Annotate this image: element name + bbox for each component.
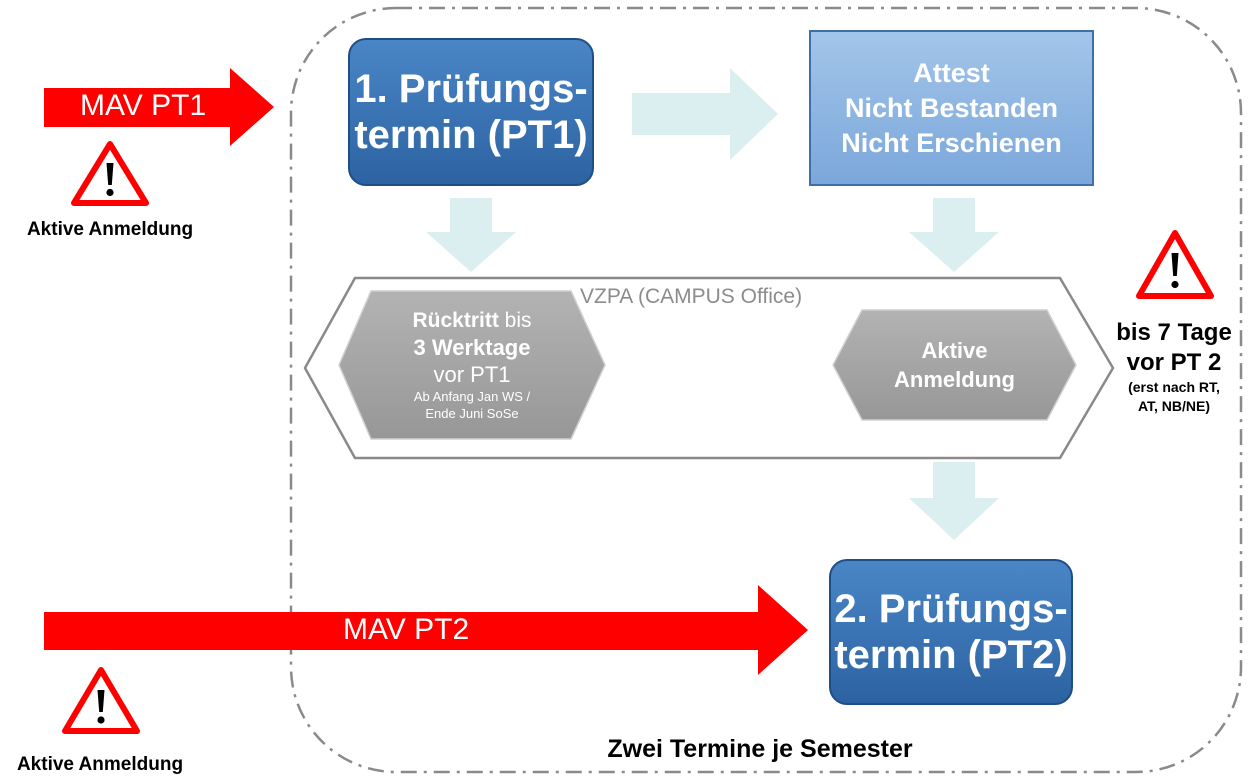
ruecktritt-suffix: bis [498, 309, 532, 332]
aktiv-line1: Aktive [921, 338, 988, 363]
attest-line2: Nicht Bestanden [844, 92, 1059, 123]
deadline-line2: vor PT 2 [1126, 349, 1222, 376]
vzpa-title: VZPA (CAMPUS Office) [580, 285, 803, 308]
attest-box-label: Attest Nicht Bestanden Nicht Erschienen [810, 31, 1093, 185]
attest-line1: Attest [913, 57, 990, 88]
deadline-line3: (erst nach RT, [1128, 379, 1220, 395]
mav-pt2-label: MAV PT2 [343, 613, 470, 646]
ruecktritt-line3: vor PT1 [433, 362, 511, 387]
pt2-warning-label: Aktive Anmeldung [16, 754, 184, 775]
pt1-line2: termin (PT1) [354, 113, 588, 157]
aktiv-line2: Anmeldung [894, 367, 1015, 392]
semester-frame [289, 6, 1243, 774]
mav-pt1-arrow [44, 68, 274, 146]
deadline-line1: bis 7 Tage [1116, 319, 1232, 346]
warning-icon [1136, 230, 1214, 299]
warning-icon [71, 141, 149, 206]
attest-line3: Nicht Erschienen [841, 127, 1062, 158]
flow-arrow-attest-down [909, 198, 999, 272]
flow-arrow-aktiv-down [909, 462, 999, 540]
frame-title: Zwei Termine je Semester [607, 735, 913, 763]
pt2-deadline-warning: bis 7 Tage vor PT 2 (erst nach RT, AT, N… [1100, 318, 1248, 416]
attest-box [809, 30, 1094, 186]
aktive-anmeldung-hexagon [832, 309, 1077, 421]
flow-arrow-pt1-down [426, 198, 516, 272]
mav-pt1-label: MAV PT1 [80, 89, 207, 122]
pt2-box-label: 2. Prüfungs- termin (PT2) [830, 560, 1072, 704]
ruecktritt-hexagon [338, 290, 606, 440]
pt1-box-label: 1. Prüfungs- termin (PT1) [349, 39, 593, 185]
flow-arrow-pt1-to-attest [632, 68, 778, 160]
warning-icon [62, 667, 140, 734]
aktive-anmeldung-label: Aktive Anmeldung [833, 310, 1076, 420]
pt1-warning-label: Aktive Anmeldung [26, 219, 194, 240]
pt2-line1: 2. Prüfungs- [834, 587, 1068, 631]
mav-pt2-arrow [44, 585, 808, 675]
ruecktritt-line2: 3 Werktage [413, 335, 531, 360]
pt2-line2: termin (PT2) [834, 633, 1068, 677]
ruecktritt-line5: Ende Juni SoSe [425, 406, 519, 421]
ruecktritt-label: Rücktritt bis 3 Werktage vor PT1 Ab Anfa… [339, 291, 605, 439]
deadline-line4: AT, NB/NE) [1137, 398, 1211, 414]
pt1-box [348, 38, 594, 186]
pt2-box [829, 559, 1073, 705]
pt1-line1: 1. Prüfungs- [354, 67, 588, 111]
ruecktritt-bold: Rücktritt [412, 309, 499, 332]
ruecktritt-line4: Ab Anfang Jan WS / [413, 389, 531, 404]
